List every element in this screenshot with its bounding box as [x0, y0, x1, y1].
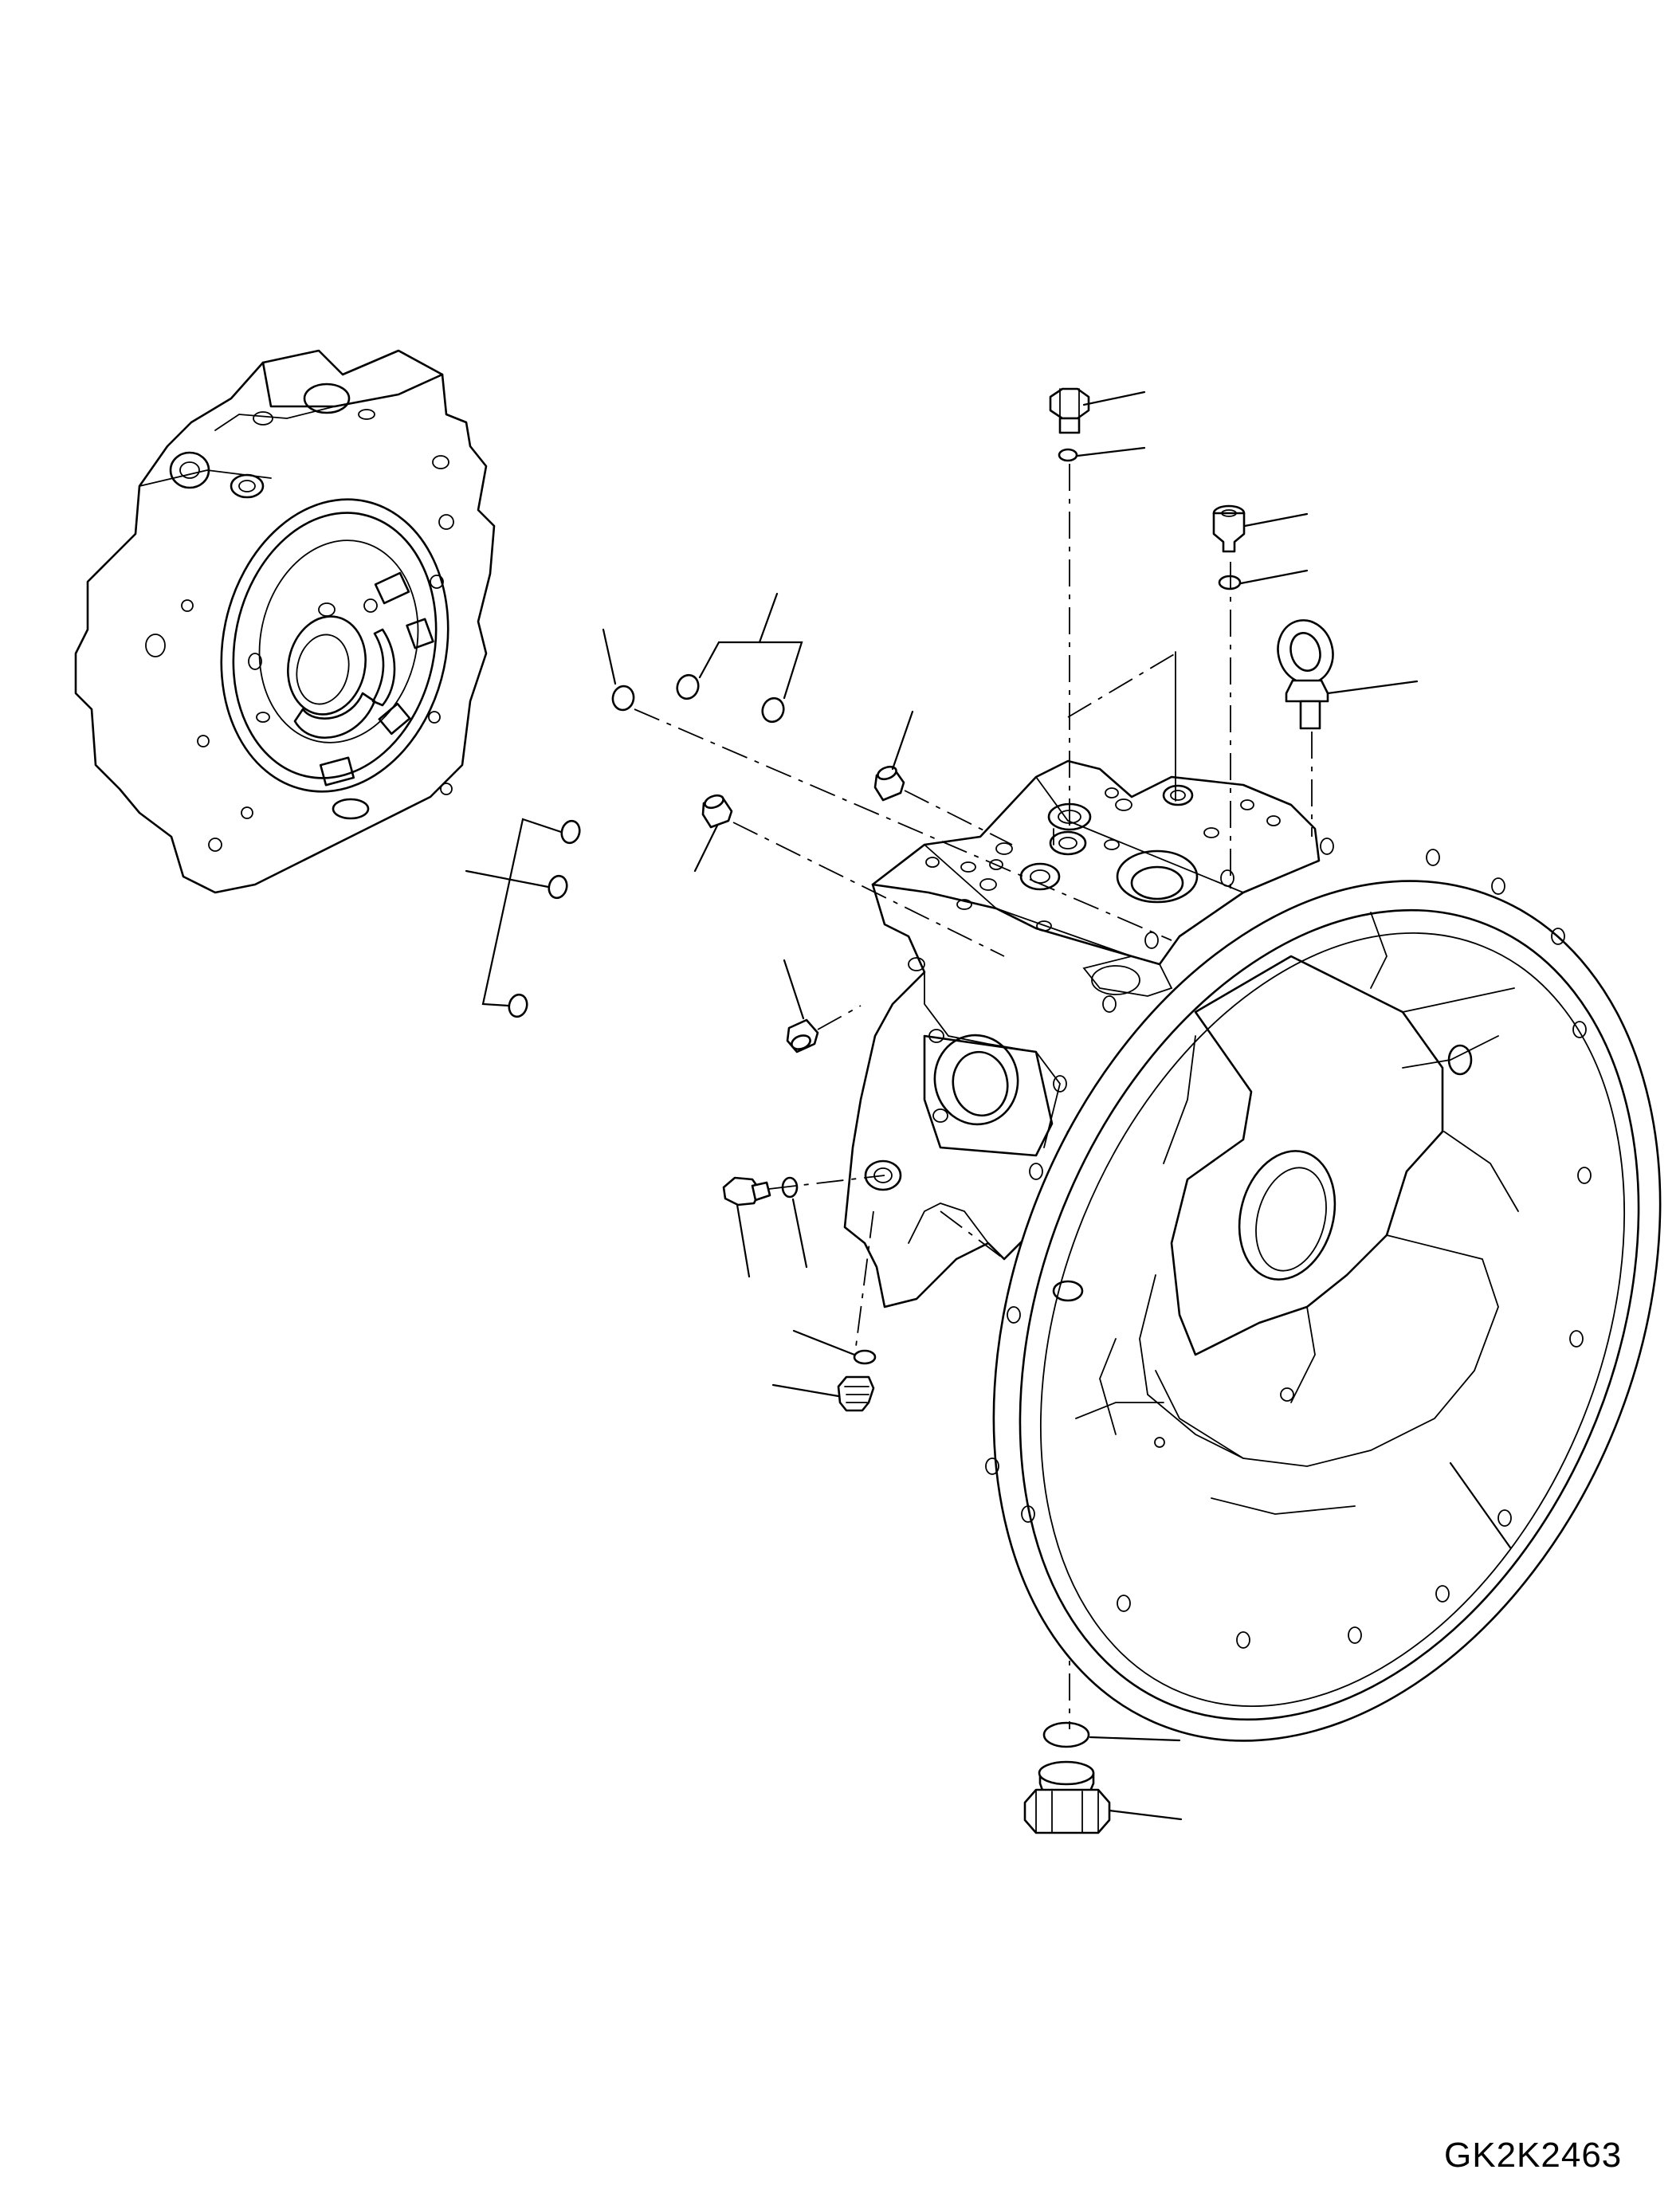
drain-plug-bottom: [1023, 1760, 1183, 1834]
plug-b: [693, 794, 1005, 957]
plug-c: [783, 959, 862, 1053]
o-ring-left-group: [465, 818, 581, 1018]
o-ring-side: [781, 1176, 808, 1269]
valve-block-assembly: [74, 349, 496, 894]
bolt-side: [722, 1175, 885, 1278]
flange-bolt-top: [1049, 387, 1146, 434]
o-ring-group: [602, 592, 1172, 941]
plug-a: [873, 710, 1013, 845]
o-ring-small: [1218, 569, 1309, 590]
socket-plug: [1212, 504, 1309, 893]
drawing-code: GK2K2463: [1444, 2136, 1623, 2175]
o-ring-top: [1058, 446, 1146, 462]
plug-lower: [771, 1375, 875, 1412]
o-ring-lower: [792, 1329, 877, 1365]
eye-bolt: [1277, 619, 1419, 837]
pump-housing: [843, 759, 1662, 1742]
o-ring-bottom: [1042, 1721, 1181, 1748]
